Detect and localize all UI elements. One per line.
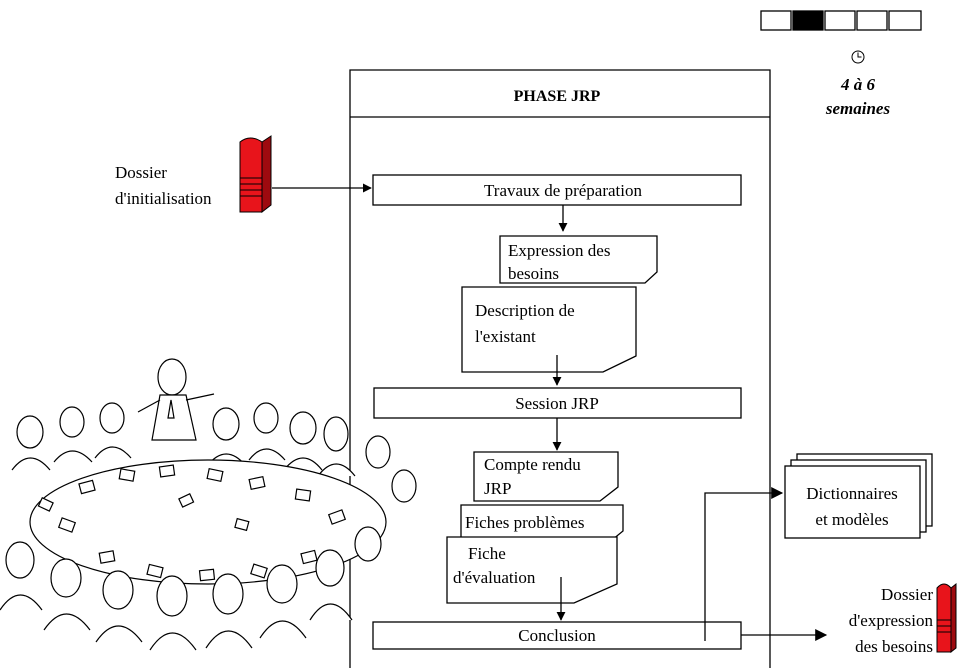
doc-evaluation-line-1: Fiche [468,544,506,563]
doc-description-line-1: Description de [475,301,575,320]
duration-line-2: semaines [825,99,891,118]
step-conclusion-label: Conclusion [518,626,596,645]
doc-evaluation-shape [446,536,618,604]
progress-indicator [760,10,922,31]
doc-compte-rendu-line-2: JRP [484,479,511,498]
step-session-label: Session JRP [515,394,599,413]
doc-compte-rendu-shape [473,451,619,502]
output-document-label-2: d'expression [849,611,934,630]
step-preparation-box [372,174,742,206]
red-binder-icon [239,135,272,214]
step-preparation-label: Travaux de préparation [484,181,642,200]
doc-expression-line-1: Expression des [508,241,610,260]
duration-line-1: 4 à 6 [840,75,876,94]
doc-expression-line-2: besoins [508,264,559,283]
doc-fiches-shape [460,504,624,541]
presenter-figure [137,358,215,441]
dictionnaires-stack [784,453,933,539]
doc-description-line-2: l'existant [475,327,536,346]
progress-step-5 [888,10,922,31]
step-session-box [373,387,742,419]
doc-compte-rendu-line-1: Compte rendu [484,455,581,474]
dictionnaires-line-1: Dictionnaires [806,484,898,503]
red-binder-icon [936,582,957,654]
phase-title: PHASE JRP [514,88,601,105]
progress-step-4 [856,10,888,31]
doc-expression-shape [499,235,658,284]
doc-evaluation-line-2: d'évaluation [453,568,536,587]
progress-step-2-active [792,10,824,31]
papers-on-table [37,464,347,582]
phase-column [349,69,771,668]
doc-description-shape [461,286,637,373]
doc-fiches-line-1: Fiches problèmes [465,513,584,532]
progress-step-1 [760,10,792,31]
meeting-attendees-front [0,526,382,651]
meeting-table-illustration [0,358,417,651]
arrow-conclusion-to-dictionnaires [704,487,784,641]
output-document-label-1: Dossier [881,585,933,604]
dictionnaires-line-2: et modèles [815,510,888,529]
input-document-label-2: d'initialisation [115,189,212,208]
output-document-label-3: des besoins [855,637,933,656]
clock-icon [851,50,865,64]
input-document-label-1: Dossier [115,163,167,182]
progress-step-3 [824,10,856,31]
